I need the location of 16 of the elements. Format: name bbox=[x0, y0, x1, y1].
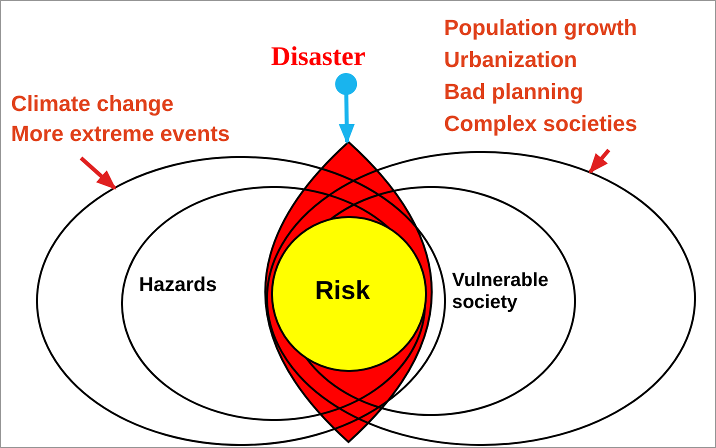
outer-ellipse bbox=[36, 156, 446, 446]
node-label: Disaster bbox=[271, 41, 366, 72]
node-label: Climate change bbox=[11, 91, 174, 116]
risk-circle bbox=[271, 216, 427, 372]
node-label: Urbanization bbox=[444, 47, 578, 72]
node-label: Bad planning bbox=[444, 79, 584, 104]
node-label: Vulnerable society bbox=[452, 270, 550, 314]
node-label: Hazards bbox=[139, 274, 217, 297]
node-label: Complex societies bbox=[444, 111, 638, 136]
arrow bbox=[80, 156, 116, 190]
arrow bbox=[335, 73, 358, 144]
node-label: Population growth bbox=[444, 15, 638, 40]
arrow bbox=[588, 148, 610, 174]
node-label: Risk bbox=[315, 276, 370, 306]
node-label: More extreme events bbox=[11, 121, 230, 146]
outer-ellipse bbox=[266, 151, 696, 446]
